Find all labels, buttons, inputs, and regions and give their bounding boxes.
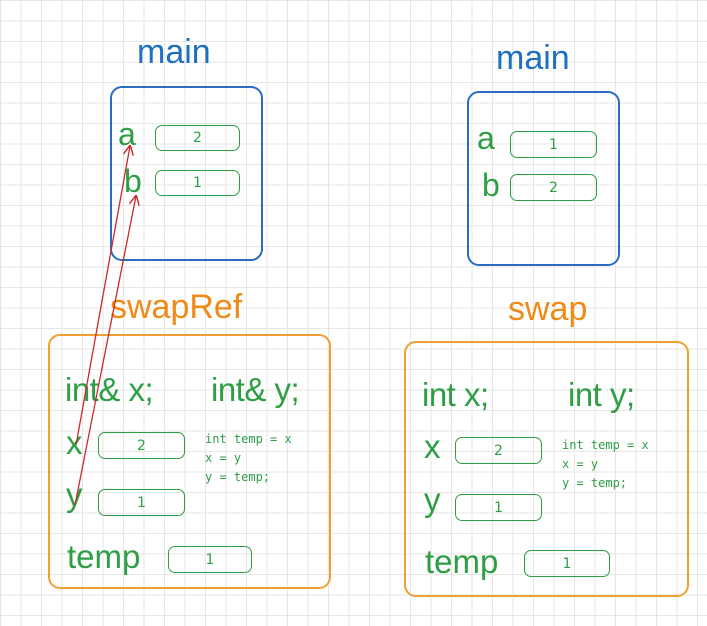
right-decl-x: int x; xyxy=(422,376,489,413)
right-func-frame xyxy=(404,341,689,597)
left-var-temp-label: temp xyxy=(67,538,141,575)
right-main-title: main xyxy=(496,39,570,77)
left-decl-x: int& x; xyxy=(65,371,154,408)
right-var-y-label: y xyxy=(424,481,441,518)
left-var-x-label: x xyxy=(66,424,83,461)
right-code-line-1: int temp = x xyxy=(562,438,649,452)
right-var-b-box: 2 xyxy=(510,174,597,201)
right-code-line-3: y = temp; xyxy=(562,476,628,490)
right-var-x-label: x xyxy=(424,428,441,465)
right-var-a-box: 1 xyxy=(510,131,597,158)
right-decl-y: int y; xyxy=(568,376,635,413)
right-code-block: int temp = x x = y y = temp; xyxy=(562,436,649,493)
left-code-line-1: int temp = x xyxy=(205,432,292,446)
left-var-y-label: y xyxy=(66,476,83,513)
right-func-title: swap xyxy=(508,290,588,328)
left-code-line-2: x = y xyxy=(205,451,242,465)
left-var-b-box: 1 xyxy=(155,170,240,196)
left-var-x-box: 2 xyxy=(98,432,185,459)
right-main-frame xyxy=(467,91,620,266)
right-var-a-label: a xyxy=(477,120,495,156)
right-var-temp-box: 1 xyxy=(524,550,610,577)
left-main-title: main xyxy=(137,33,211,71)
right-var-x-box: 2 xyxy=(455,437,542,464)
right-code-line-2: x = y xyxy=(562,457,599,471)
left-var-a-label: a xyxy=(118,116,136,152)
left-code-line-3: y = temp; xyxy=(205,470,271,484)
left-func-frame xyxy=(48,334,331,589)
right-var-b-label: b xyxy=(482,167,500,203)
left-var-y-box: 1 xyxy=(98,489,185,516)
left-decl-y: int& y; xyxy=(211,371,300,408)
left-var-temp-box: 1 xyxy=(168,546,252,573)
left-var-a-box: 2 xyxy=(155,125,240,151)
left-func-title: swapRef xyxy=(110,288,243,326)
left-code-block: int temp = x x = y y = temp; xyxy=(205,430,292,487)
left-var-b-label: b xyxy=(124,163,142,199)
right-var-temp-label: temp xyxy=(425,543,499,580)
right-var-y-box: 1 xyxy=(455,494,542,521)
